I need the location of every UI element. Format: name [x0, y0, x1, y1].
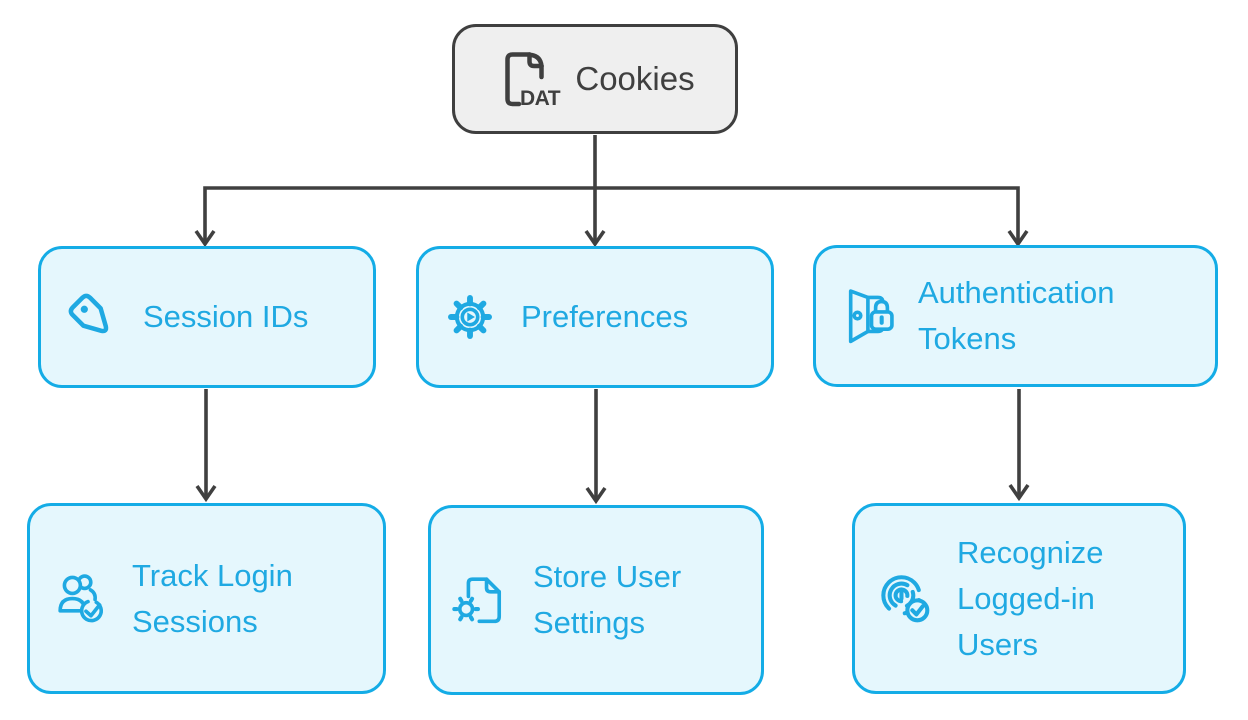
- node-label: Preferences: [521, 299, 689, 334]
- node-recognize-logged-in-users[interactable]: Recognize Logged-in Users: [852, 503, 1186, 694]
- gear-play-icon: [441, 288, 499, 346]
- node-label: Store User Settings: [533, 559, 682, 640]
- dat-file-icon: DAT: [495, 47, 562, 111]
- distribution-line: [203, 186, 1020, 242]
- arrowhead-center: [584, 229, 606, 248]
- node-label: Recognize Logged-in Users: [957, 534, 1104, 662]
- node-label: Track Login Sessions: [132, 557, 293, 639]
- node-track-login-sessions[interactable]: Track Login Sessions: [27, 503, 386, 694]
- arrowhead-track: [195, 484, 217, 503]
- node-label: Cookies: [575, 60, 695, 97]
- arrowhead-store: [585, 486, 607, 505]
- door-lock-icon: [838, 287, 896, 345]
- node-preferences[interactable]: Preferences: [416, 246, 774, 388]
- node-label: Authentication Tokens: [918, 275, 1115, 356]
- users-check-icon: [52, 570, 110, 628]
- node-store-user-settings[interactable]: Store User Settings: [428, 505, 764, 695]
- arrowhead-recognize: [1008, 483, 1030, 502]
- document-gear-icon: [452, 571, 511, 629]
- node-session-ids[interactable]: Session IDs: [38, 246, 376, 388]
- svg-text:DAT: DAT: [520, 87, 561, 110]
- arrowhead-right: [1007, 229, 1029, 248]
- node-authentication-tokens[interactable]: Authentication Tokens: [813, 245, 1218, 387]
- arrowhead-left: [194, 229, 216, 248]
- tag-icon: [63, 288, 121, 346]
- fingerprint-check-icon: [877, 570, 935, 628]
- node-cookies[interactable]: DAT Cookies: [452, 24, 738, 134]
- node-label: Session IDs: [143, 299, 309, 334]
